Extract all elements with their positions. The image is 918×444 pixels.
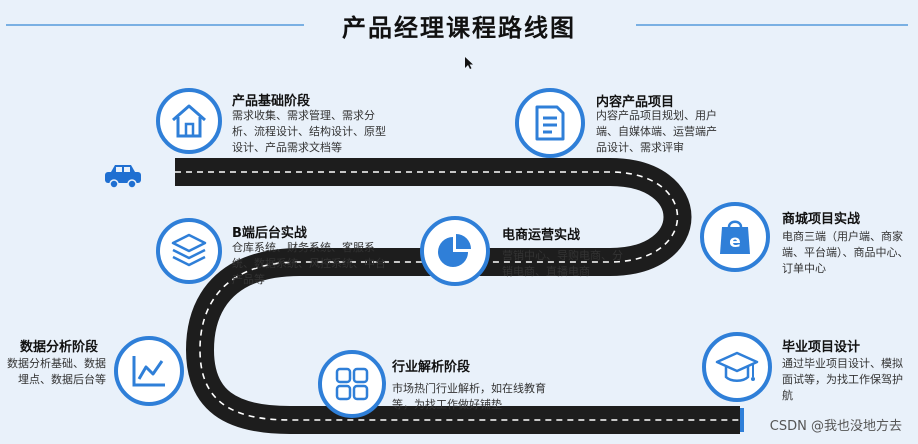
stage-industry-title: 行业解析阶段 (392, 360, 471, 375)
stage-ecommerce-ops-icon-circle (420, 216, 490, 286)
layers-icon (171, 233, 207, 267)
title-line-left (6, 24, 304, 26)
stage-basic-desc: 需求收集、需求管理、需求分析、流程设计、结构设计、原型设计、产品需求文档等 (232, 109, 386, 154)
stage-content-icon-circle (515, 88, 585, 158)
line-chart-icon (132, 356, 165, 387)
pie-chart-icon (438, 234, 471, 267)
stage-ecommerce-ops-title: 电商运营实战 (502, 228, 581, 243)
stage-content-title: 内容产品项目 (596, 95, 675, 110)
stage-basic-title: 产品基础阶段 (232, 94, 311, 109)
stage-industry-desc: 市场热门行业解析，如在线教育等，为找工作做好铺垫 (392, 382, 546, 411)
stage-data-icon-circle (114, 336, 184, 406)
car-icon (105, 165, 141, 189)
stage-mall-title: 商城项目实战 (782, 212, 861, 227)
page-title: 产品经理课程路线图 (342, 14, 576, 42)
stage-content-desc: 内容产品项目规划、用户端、自媒体端、运营端产品设计、需求评审 (596, 109, 717, 154)
svg-text:e: e (729, 232, 741, 252)
stage-graduation-icon-circle (702, 332, 772, 402)
stage-graduation-desc: 通过毕业项目设计、模拟面试等，为找工作保驾护航 (782, 357, 903, 402)
stage-ecommerce-ops-desc: 营销中心、导购电商、分销电商、直播电商 (502, 249, 623, 278)
stage-mall-desc: 电商三端（用户端、商家端、平台端）、商品中心、订单中心 (782, 230, 909, 275)
stage-b-backend-desc: 仓库系统、财务系统、客服系统、数据系统、风控系统、中台产品等 (232, 241, 386, 286)
stage-b-backend-title: B端后台实战 (232, 226, 307, 241)
stage-mall-icon-circle: e (700, 202, 770, 272)
house-icon (172, 104, 206, 138)
mouse-cursor-icon (465, 57, 473, 69)
stage-basic-icon-circle (156, 88, 222, 154)
stage-data-title: 数据分析阶段 (20, 340, 99, 355)
grid-icon (335, 367, 369, 401)
stage-industry-icon-circle (318, 350, 386, 418)
title-line-right (636, 24, 908, 26)
stage-graduation-title: 毕业项目设计 (782, 340, 861, 355)
graduation-cap-icon (715, 351, 759, 382)
stage-data-desc: 数据分析基础、数据埋点、数据后台等 (7, 357, 106, 386)
stage-b-backend-icon-circle (156, 218, 222, 284)
document-icon (535, 105, 565, 141)
watermark: CSDN @我也没地方去 (769, 419, 902, 434)
shopping-bag-icon: e (720, 220, 750, 254)
